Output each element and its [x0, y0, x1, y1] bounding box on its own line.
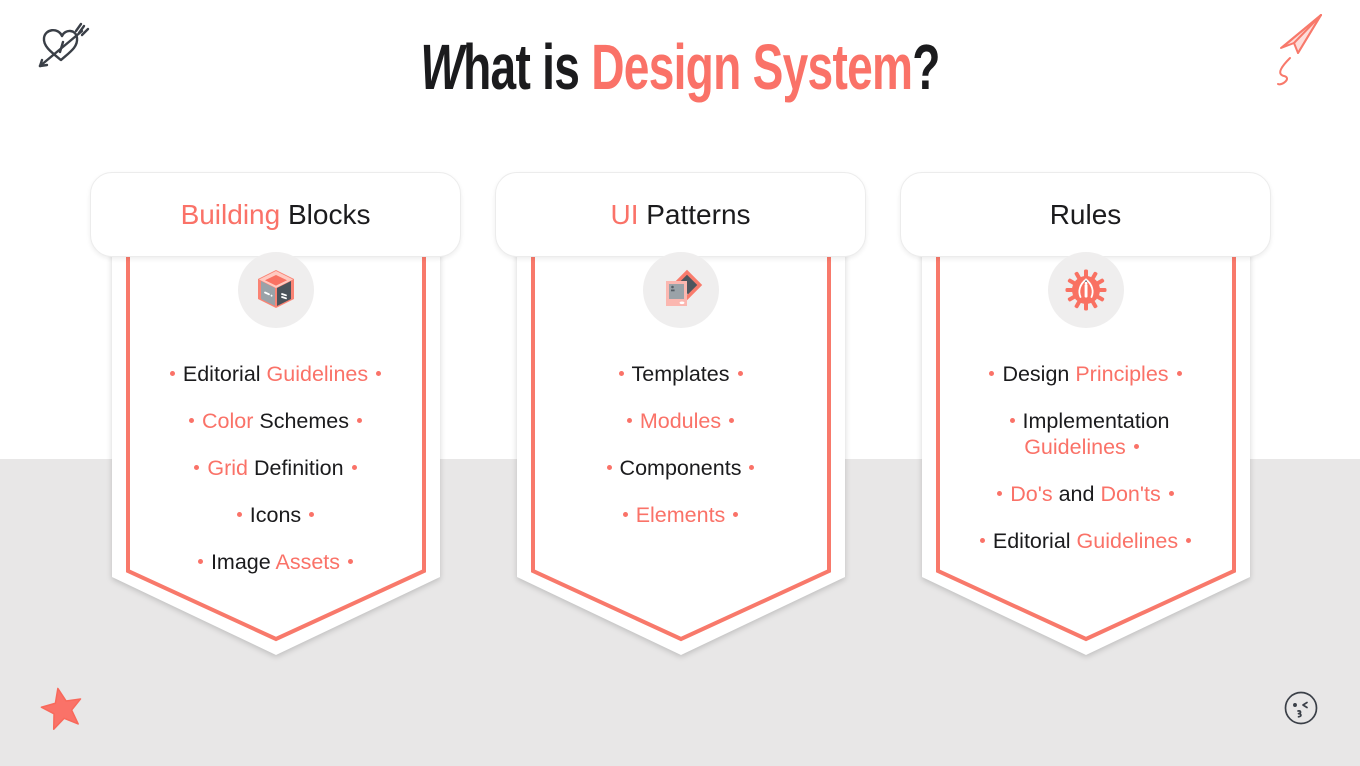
- page-title: What is Design System?: [190, 30, 1169, 104]
- list-item-text: Templates: [631, 362, 730, 386]
- list-item: Image Assets: [190, 549, 361, 575]
- bullet-dot: [737, 370, 743, 376]
- column-title-ui-patterns: UI Patterns: [610, 198, 751, 230]
- column-title-rules: Rules: [1049, 198, 1122, 230]
- list-item-text: Components: [619, 456, 742, 480]
- bullet-dot: [989, 370, 995, 376]
- bullet-dot: [351, 464, 357, 470]
- bullet-dot: [979, 537, 985, 543]
- bullet-dot: [606, 464, 612, 470]
- bullet-dot: [618, 370, 624, 376]
- icon-circle: [642, 252, 719, 328]
- list-item-text: Color Schemes: [202, 409, 349, 433]
- list-item-text: Image Assets: [210, 550, 341, 574]
- bullet-dot: [189, 417, 194, 423]
- page-title-text: What is Design System?: [420, 31, 940, 103]
- paper-plane-doodle-icon: [1277, 14, 1322, 86]
- bullet-dot: [348, 558, 354, 564]
- bullet-dot: [749, 464, 755, 470]
- winking-kiss-face-doodle-icon: [1284, 691, 1318, 725]
- list-item-text: Editorial Guidelines: [992, 529, 1179, 553]
- list-item: Design Principles: [981, 361, 1189, 387]
- list-item-text: Design Principles: [1002, 362, 1169, 386]
- list-item: Modules: [619, 408, 742, 434]
- star-doodle-icon: [40, 687, 82, 730]
- bullet-dot: [733, 511, 739, 517]
- pennant-banner: [111, 215, 440, 655]
- column-rules: Rules: [900, 0, 1271, 766]
- column-header-building-blocks: Building Blocks: [90, 172, 461, 257]
- list-item-text: Elements: [635, 503, 726, 527]
- list-item-text: Do's and Don'ts: [1010, 482, 1161, 506]
- bullet-dot: [194, 464, 200, 470]
- gear-pencil-icon: [1065, 269, 1106, 311]
- list-item-text: Icons: [249, 503, 302, 527]
- bullet-dot: [1133, 443, 1139, 449]
- list-item: Elements: [615, 502, 747, 528]
- bullet-dot: [309, 511, 315, 517]
- icon-circle: [1047, 252, 1124, 328]
- list-item-text: Modules: [639, 409, 722, 433]
- pennant-banner: [921, 215, 1250, 655]
- bullet-dot: [376, 370, 382, 376]
- bullet-dot: [169, 370, 175, 376]
- list-item-text: Editorial Guidelines: [182, 362, 369, 386]
- list-item: Editorial Guidelines: [162, 361, 389, 387]
- bullet-dot: [1186, 537, 1192, 543]
- list-item: Components: [599, 455, 763, 481]
- isometric-cube-icon: [257, 270, 294, 308]
- ui-cards-icon: [665, 269, 702, 306]
- bullet-dot: [1009, 417, 1015, 423]
- bullet-dot: [1168, 490, 1174, 496]
- bullet-dot: [626, 417, 632, 423]
- pennant-banner: [516, 215, 845, 655]
- column-header-ui-patterns: UI Patterns: [495, 172, 866, 257]
- bullet-dot: [622, 511, 628, 517]
- heart-arrow-doodle-icon: [38, 22, 90, 68]
- bullet-dot: [729, 417, 735, 423]
- list-item-text: Grid Definition: [207, 456, 344, 480]
- bullet-dot: [236, 511, 242, 517]
- list-item: Templates: [611, 361, 751, 387]
- list-item: Editorial Guidelines: [972, 528, 1199, 554]
- bullet-dot: [1176, 370, 1182, 376]
- list-item: Grid Definition: [186, 455, 364, 481]
- bullet-dot: [997, 490, 1003, 496]
- bullet-dot: [197, 558, 203, 564]
- list-item: Do's and Don'ts: [989, 481, 1181, 507]
- list-item: Icons: [229, 502, 322, 528]
- column-title-building-blocks: Building Blocks: [180, 198, 371, 230]
- column-header-rules: Rules: [900, 172, 1271, 257]
- icon-circle: [237, 252, 314, 328]
- list-item: Color Schemes: [181, 408, 370, 434]
- bullet-dot: [356, 417, 362, 423]
